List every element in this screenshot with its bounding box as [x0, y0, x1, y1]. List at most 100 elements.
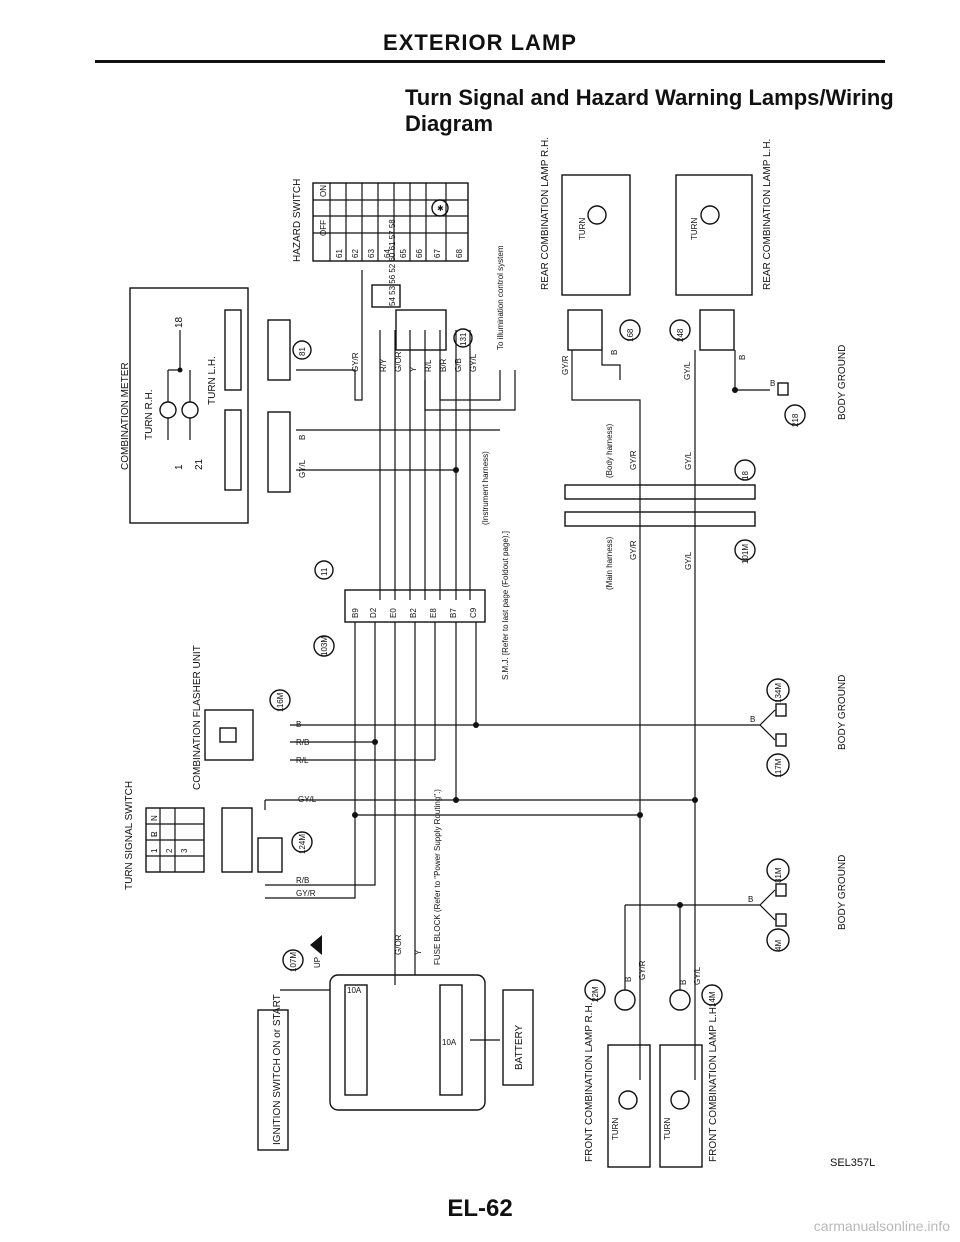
ground-wire: B	[770, 379, 775, 388]
ignition-switch-body	[257, 1009, 289, 1151]
flasher-unit: COMBINATION FLASHER UNIT 116M B R/B R/L …	[192, 645, 760, 790]
meter-pin: 18	[174, 316, 185, 328]
fuse-rating: 10A	[347, 986, 362, 995]
connector-pin-block	[371, 284, 401, 308]
body-ground-label: BODY GROUND	[837, 675, 848, 750]
turn-switch-pos: R	[150, 831, 159, 837]
harness-connectors: (Body harness) (Main harness) 18 101M GY…	[564, 423, 756, 590]
fuse-icon	[439, 984, 463, 1096]
connector-id: 117M	[774, 758, 783, 778]
front-lh-socket-icon	[669, 989, 691, 1011]
connector-badge	[766, 678, 790, 702]
meter-pin: 21	[194, 458, 205, 470]
rear-rh-connector	[567, 309, 603, 351]
hazard-pin: 65	[399, 249, 408, 258]
front-lh-body	[659, 1044, 703, 1168]
rear-lh-body	[675, 174, 753, 296]
connector-badge	[313, 635, 335, 657]
connector-id: 31M	[774, 867, 783, 883]
connector-id: 81	[298, 347, 307, 356]
harness-wire: GY/L	[684, 551, 693, 570]
fuse-icon	[344, 984, 368, 1096]
body-harness-connector	[564, 484, 756, 500]
diagram-title: Turn Signal and Hazard Warning Lamps/Wir…	[405, 85, 894, 137]
front-lh-turn: TURN	[663, 1118, 672, 1140]
rear-rh-wire: B	[610, 350, 619, 355]
turn-rh-label: TURN R.H.	[144, 389, 155, 440]
smj-pin: D2	[369, 607, 378, 618]
body-grounds: 134M 117M BODY GROUND 31M 4M BODY GROUND…	[625, 675, 848, 952]
connector-pin-row: 54 53 56 52 60 61 57 58	[388, 219, 397, 306]
rear-rh-turn: TURN	[578, 218, 587, 240]
rear-rh-bulb-icon	[587, 205, 607, 225]
combination-meter-body	[129, 287, 249, 524]
turn-switch-pos: L	[150, 832, 159, 837]
hazard-pin: 61	[335, 249, 344, 258]
wire-color: B	[298, 435, 307, 440]
fuse-wire-color: Y	[414, 949, 423, 955]
connector-18-body	[267, 411, 291, 493]
connector-badge	[291, 831, 313, 853]
front-rh-bulb-icon	[618, 1090, 638, 1110]
power-supply: 10A 10A FUSE BLOCK (Refer to "Power Supp…	[257, 789, 534, 1151]
front-lamp-lh: TURN FRONT COMBINATION LAMP L.H. 14M B G…	[659, 905, 723, 1168]
connector-id: 248	[676, 328, 685, 342]
front-rh-turn: TURN	[611, 1118, 620, 1140]
hazard-pin: 68	[455, 249, 464, 258]
connector-badge	[766, 858, 790, 882]
fuse-rating: 10A	[442, 1038, 457, 1047]
connector-id: 134M	[774, 683, 783, 703]
turn-switch-pos: N	[150, 815, 159, 821]
connector-badge	[766, 928, 790, 952]
connector-badge	[269, 689, 291, 711]
turn-switch-connector-2	[257, 837, 283, 873]
up-label: UP	[313, 957, 322, 968]
smj-junction: B9 D2 E0 B2 E8 B7 C9 S.M.J. [Refer to la…	[313, 531, 510, 960]
connector-id: 103M	[320, 636, 329, 656]
main-harness-connector	[564, 511, 756, 527]
turn-lh-label: TURN L.H.	[207, 356, 218, 405]
turn-switch-row: 2	[165, 848, 174, 853]
connector-id: 18	[741, 471, 750, 480]
figure-code: SEL357L	[830, 1157, 876, 1169]
ground-terminal-icon	[775, 883, 787, 897]
turn-signal-switch: TURN SIGNAL SWITCH R N L 1 2 3 124M GY/L…	[124, 742, 698, 899]
main-harness-label: (Main harness)	[605, 536, 614, 590]
turn-switch-connector	[221, 807, 253, 873]
connector-badge	[314, 560, 334, 580]
smj-pin: B2	[409, 608, 418, 618]
hazard-switch-body	[312, 182, 469, 262]
connector-id: 131	[459, 332, 468, 346]
front-rh-wire: B	[624, 977, 633, 982]
wire-color: G/B	[454, 358, 463, 372]
meter-pin: 1	[174, 464, 185, 470]
hazard-pin: 66	[415, 249, 424, 258]
wire-color: R/L	[424, 359, 433, 372]
wire-color: G/OR	[394, 351, 403, 372]
ground-wire: B	[748, 895, 753, 904]
ignition-switch-label: IGNITION SWITCH ON or START	[272, 994, 283, 1145]
hazard-switch-label: HAZARD SWITCH	[292, 179, 303, 262]
connector-badge	[734, 539, 756, 561]
rear-lh-bulb-icon	[700, 205, 720, 225]
flasher-wire-color: B	[296, 720, 301, 729]
turn-switch-label: TURN SIGNAL SWITCH	[124, 781, 135, 890]
front-rh-wire: GY/R	[638, 960, 647, 980]
connector-badge	[766, 753, 790, 777]
header-rule	[95, 60, 885, 63]
hazard-pin: 67	[433, 249, 442, 258]
connector-badge	[734, 459, 756, 481]
ground-terminal-icon	[775, 733, 787, 747]
connector-id: 22M	[591, 986, 600, 1002]
ground-wire-color: B	[750, 715, 755, 724]
ground-terminal-icon	[777, 382, 789, 396]
wire-color: Y	[409, 366, 418, 372]
combination-meter-label: COMBINATION METER	[120, 362, 131, 470]
wire-color: R/Y	[379, 358, 388, 372]
instrument-harness-label: (Instrument harness)	[481, 451, 490, 525]
hazard-pos-on: ON	[319, 185, 328, 197]
connector-badge	[453, 328, 473, 348]
rear-lamp-rh: TURN REAR COMBINATION LAMP R.H. 168 GY/R…	[540, 137, 641, 1080]
hazard-pos-off: OFF	[319, 220, 328, 236]
